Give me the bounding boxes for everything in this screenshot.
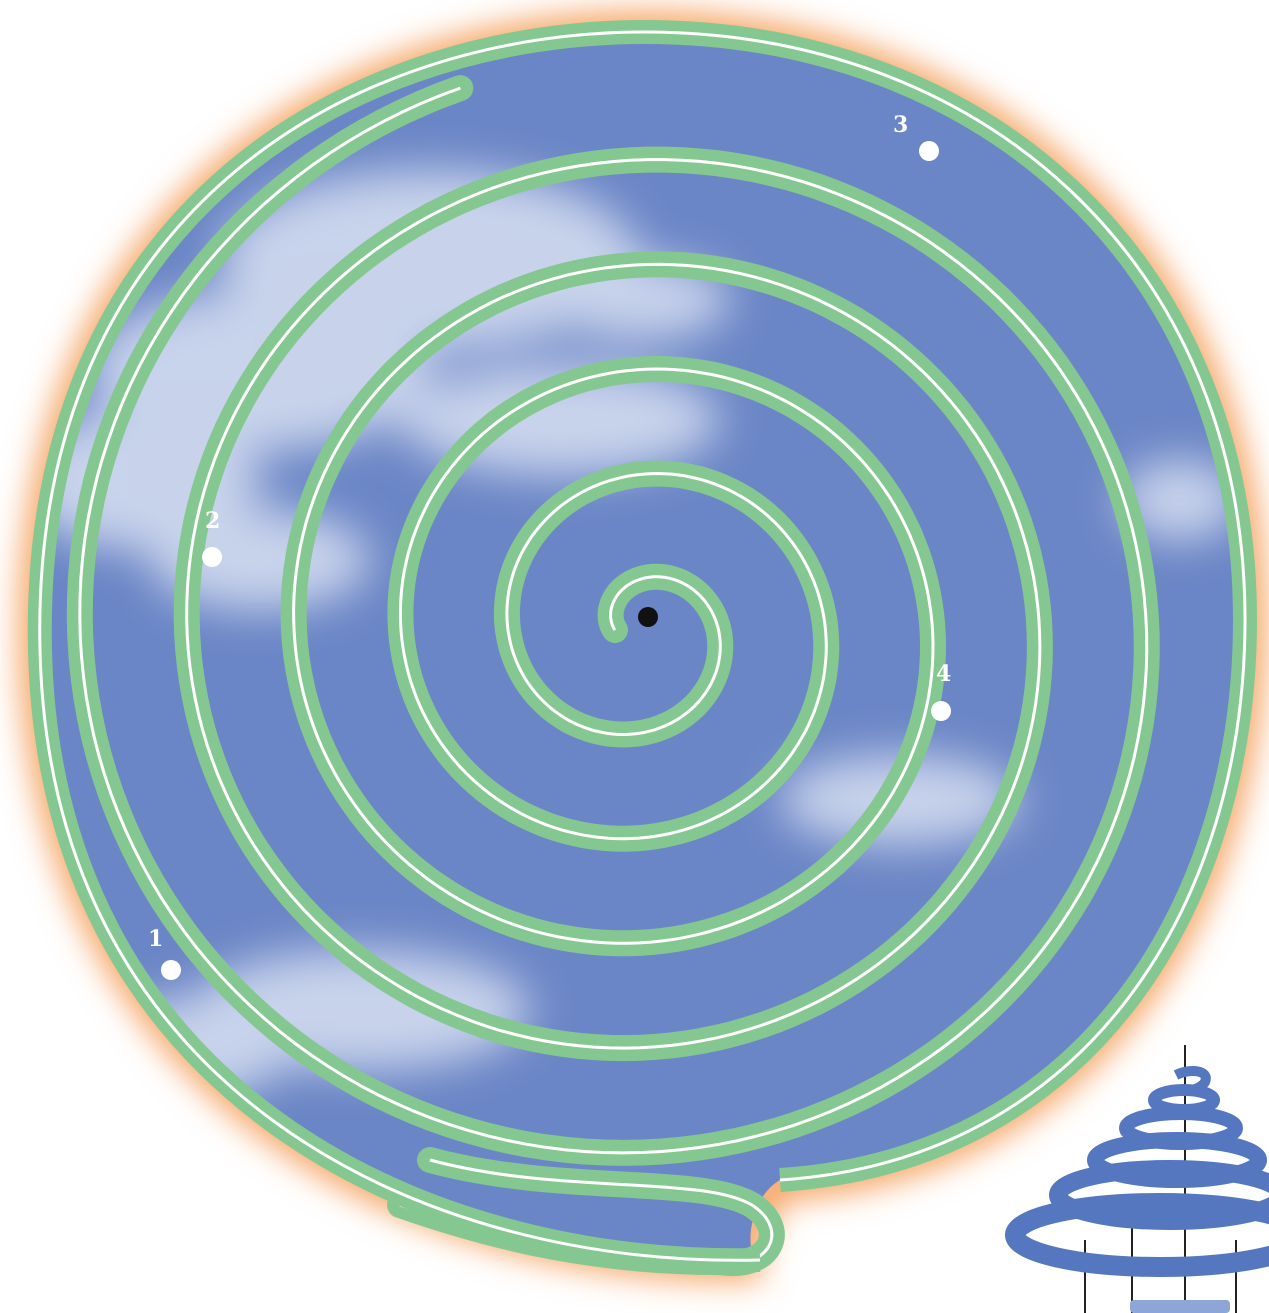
point-3: 3 xyxy=(893,112,939,161)
point-1: 1 xyxy=(148,926,181,980)
spiral-centerline xyxy=(78,86,1149,1155)
point-2-label: 2 xyxy=(205,508,220,534)
disk-outline-line xyxy=(38,30,1247,1262)
point-4: 4 xyxy=(931,661,951,721)
center-dot-icon xyxy=(638,607,658,627)
spiral-path xyxy=(66,75,1160,1166)
point-4-label: 4 xyxy=(936,661,951,687)
point-3-label: 3 xyxy=(893,112,908,138)
point-2: 2 xyxy=(202,508,222,567)
point-1-label: 1 xyxy=(148,926,163,952)
helical-spring-icon xyxy=(1005,1045,1269,1313)
